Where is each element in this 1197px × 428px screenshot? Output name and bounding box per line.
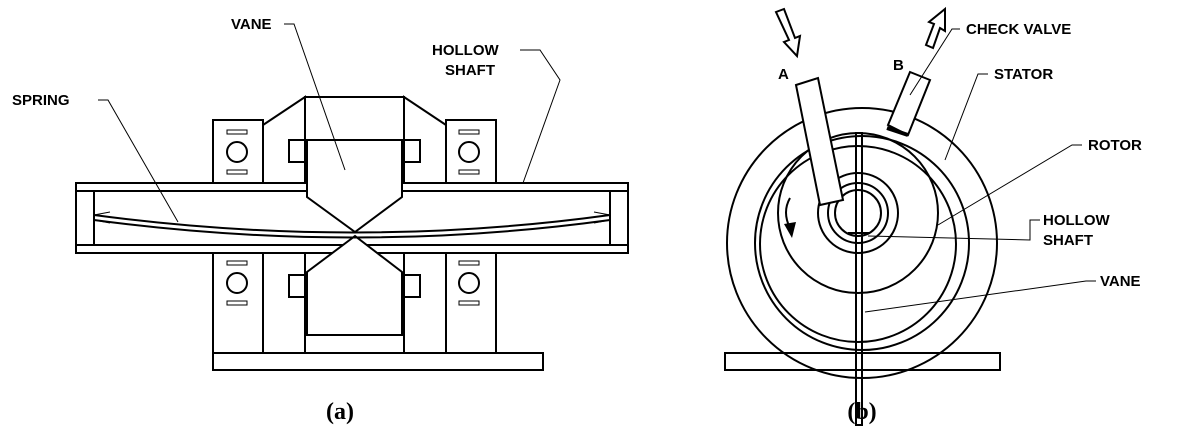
leader-hollow-shaft-a <box>520 49 561 184</box>
leader-vane-b <box>864 280 1096 313</box>
vane-a <box>306 139 403 336</box>
outflow-arrow-icon <box>924 6 946 50</box>
label-spring-a: SPRING <box>12 92 70 109</box>
label-vane-a: VANE <box>231 16 272 33</box>
label-port-b: B <box>893 57 904 74</box>
leader-rotor <box>937 144 1082 226</box>
leader-hollow-shaft-b <box>867 219 1040 241</box>
figure-a: VANE HOLLOW SHAFT SPRING (a) <box>12 16 629 425</box>
label-hollow-a-1: HOLLOW <box>432 42 499 59</box>
rotor-b <box>777 132 939 294</box>
left-bearing-housing-lower <box>212 252 264 354</box>
label-stator: STATOR <box>994 66 1053 83</box>
label-hollow-a-2: SHAFT <box>445 62 495 79</box>
leader-stator <box>944 73 988 161</box>
leader-check-valve <box>909 28 960 96</box>
port-b-b <box>886 70 932 137</box>
figure-b: A B CHECK VALVE STATOR ROTOR HOLLOW SHAF… <box>724 6 1142 426</box>
base-plate-a <box>212 352 544 371</box>
left-bearing-housing-upper <box>212 119 264 184</box>
leader-spring-a <box>98 99 179 223</box>
spring-a <box>93 211 611 239</box>
port-a-b <box>794 76 845 207</box>
label-port-a: A <box>778 66 789 83</box>
vane-b <box>848 132 870 426</box>
label-hollow-b-2: SHAFT <box>1043 232 1093 249</box>
label-vane-b: VANE <box>1100 273 1141 290</box>
leader-vane-a <box>284 23 346 171</box>
caption-a: (a) <box>326 399 354 425</box>
inflow-arrow-icon <box>774 7 802 59</box>
label-hollow-b-1: HOLLOW <box>1043 212 1110 229</box>
label-rotor: ROTOR <box>1088 137 1142 154</box>
label-check-valve: CHECK VALVE <box>966 21 1071 38</box>
right-bearing-housing-upper <box>445 119 497 184</box>
right-bearing-housing-lower <box>445 252 497 354</box>
caption-b: (b) <box>847 399 876 425</box>
